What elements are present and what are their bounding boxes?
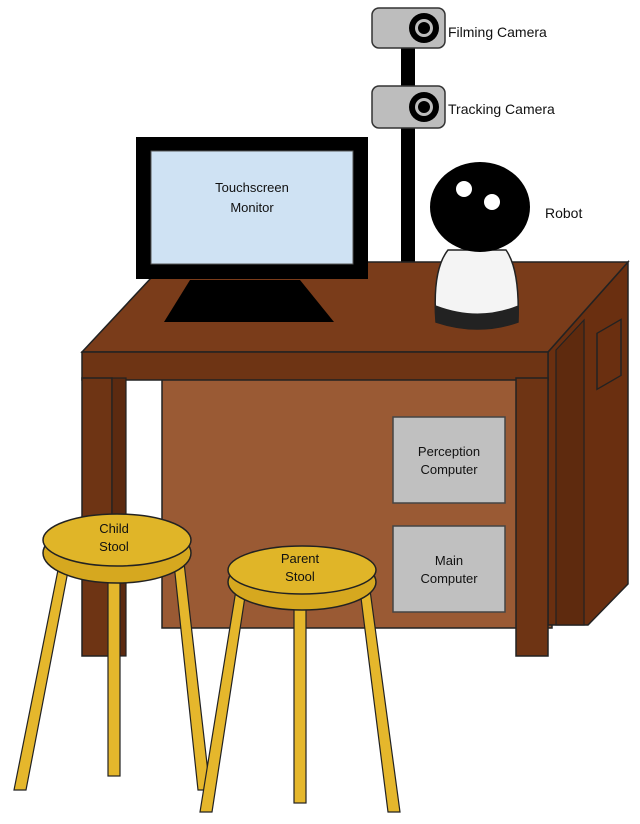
child-stool-leg-middle — [107, 569, 121, 777]
parent-stool-label-line1: Parent — [281, 551, 320, 566]
desk-front-right-leg — [515, 377, 549, 657]
desk-front-edge — [81, 351, 549, 381]
filming-camera-label: Filming Camera — [448, 24, 547, 40]
camera-pole — [401, 45, 415, 267]
parent-stool-seat — [227, 545, 377, 595]
robot-left-eye-icon — [456, 181, 472, 197]
main-computer-label-line2: Computer — [420, 571, 478, 586]
robot-label: Robot — [545, 205, 582, 221]
tracking-camera-label: Tracking Camera — [448, 101, 555, 117]
main-computer-box — [392, 525, 506, 613]
child-stool-seat — [42, 513, 192, 567]
monitor-label-line1: Touchscreen — [215, 180, 289, 195]
monitor-label-line2: Monitor — [230, 200, 274, 215]
main-computer-label-line1: Main — [435, 553, 463, 568]
filming-camera — [371, 7, 446, 49]
perception-computer-label-line1: Perception — [418, 444, 480, 459]
monitor-stand — [164, 280, 334, 322]
parent-stool-leg-middle — [293, 604, 307, 804]
robot-head — [430, 162, 530, 252]
perception-computer: Perception Computer — [392, 416, 506, 504]
perception-computer-box — [392, 416, 506, 504]
child-stool-leg-back-left — [13, 544, 74, 791]
monitor-screen — [150, 150, 354, 265]
main-computer: Main Computer — [392, 525, 506, 613]
child-stool-label-line2: Stool — [99, 539, 129, 554]
child-stool-label-line1: Child — [99, 521, 129, 536]
robot-right-eye-icon — [484, 194, 500, 210]
desk-drawer-handle — [596, 318, 622, 391]
child-stool: Child Stool — [13, 513, 211, 791]
parent-stool: Parent Stool — [199, 545, 401, 813]
perception-computer-label-line2: Computer — [420, 462, 478, 477]
desk-right-back-leg — [555, 318, 585, 626]
robot-body-base — [435, 305, 519, 330]
tracking-camera — [371, 85, 446, 129]
robot — [430, 162, 530, 330]
touchscreen-monitor: Touchscreen Monitor — [136, 137, 368, 322]
parent-stool-label-line2: Stool — [285, 569, 315, 584]
